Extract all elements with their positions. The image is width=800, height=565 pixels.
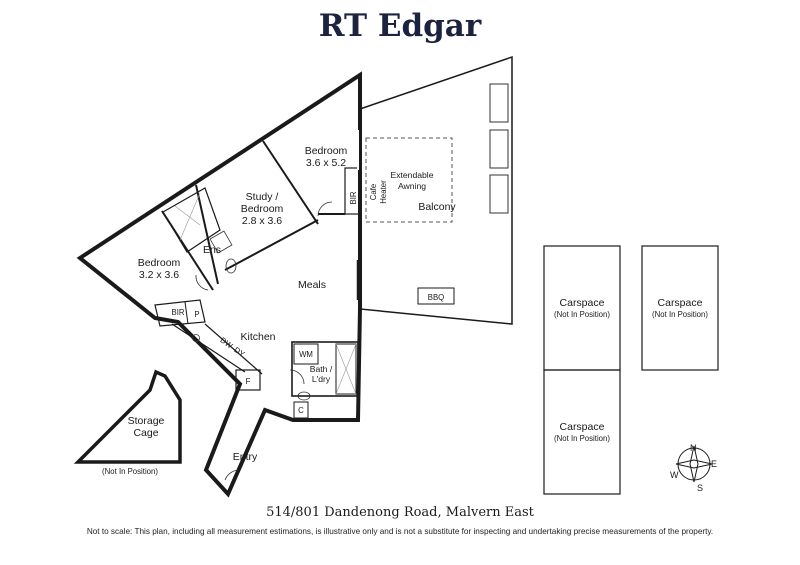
room-label-entry: Entry bbox=[233, 451, 258, 463]
room-label-ensuite: Ens bbox=[203, 244, 221, 256]
cupboard-label: C bbox=[298, 406, 304, 415]
planter-box bbox=[489, 129, 509, 169]
room-size-bedroom-main: 3.6 x 5.2 bbox=[306, 157, 346, 169]
carspace-box bbox=[543, 369, 621, 495]
disclaimer: Not to scale: This plan, including all m… bbox=[87, 527, 713, 536]
vanity bbox=[209, 230, 233, 254]
cafe-heater-label-2: Heater bbox=[379, 180, 388, 204]
carspace-note: (Not In Position) bbox=[652, 310, 708, 319]
room-label-kitchen: Kitchen bbox=[240, 331, 275, 343]
room-label-meals: Meals bbox=[298, 279, 326, 291]
wall bbox=[262, 140, 319, 225]
planter-box bbox=[489, 174, 509, 214]
room-label-bedroom-2: Bedroom bbox=[138, 257, 181, 269]
bath-laundry-room bbox=[291, 341, 359, 397]
pantry-label: P bbox=[194, 310, 199, 319]
bbq bbox=[417, 287, 455, 305]
kitchen-bench bbox=[204, 323, 263, 375]
carspace-label: Carspace bbox=[560, 421, 605, 433]
carspace-note: (Not In Position) bbox=[554, 434, 610, 443]
storage-cage-outline bbox=[73, 369, 182, 464]
bir-left-label: BIR bbox=[172, 308, 185, 317]
door-swing bbox=[289, 369, 305, 385]
door-swing bbox=[224, 469, 239, 481]
brand-title: RT Edgar bbox=[319, 8, 482, 44]
shower-line bbox=[179, 192, 201, 241]
wall bbox=[224, 219, 319, 271]
shower-line bbox=[174, 205, 201, 226]
wall bbox=[184, 301, 189, 325]
room-label-balcony: Balcony bbox=[418, 201, 456, 213]
apartment-outline bbox=[76, 71, 362, 498]
compass-south: S bbox=[697, 483, 703, 493]
washing-machine-label: WM bbox=[299, 350, 313, 359]
cafe-heater-label: Cafe bbox=[369, 184, 378, 200]
dryer-label: DY bbox=[232, 345, 247, 359]
bir-top-box bbox=[344, 167, 361, 215]
carspace-box bbox=[641, 245, 719, 371]
fridge-space bbox=[235, 369, 261, 391]
planter-box bbox=[489, 83, 509, 123]
room-label-bath: Bath / bbox=[310, 364, 333, 374]
room-label-laundry: L'dry bbox=[312, 374, 331, 384]
bbq-label: BBQ bbox=[428, 293, 444, 302]
washing-machine bbox=[293, 343, 319, 365]
room-label-study: Study / bbox=[246, 191, 279, 203]
compass-east: E bbox=[711, 459, 717, 469]
compass-rose-icon bbox=[675, 445, 713, 483]
fridge-label: F bbox=[246, 377, 251, 386]
door-swing bbox=[317, 201, 333, 217]
storage-note: (Not In Position) bbox=[102, 467, 158, 476]
door-swing bbox=[195, 274, 209, 291]
toilet bbox=[297, 391, 311, 401]
extendable-awning bbox=[365, 137, 453, 223]
room-size-bedroom-2: 3.2 x 3.6 bbox=[139, 269, 179, 281]
shower bbox=[335, 343, 357, 395]
awning-label: Extendable bbox=[390, 170, 433, 180]
kitchen-bench bbox=[171, 323, 246, 373]
carspace-label: Carspace bbox=[658, 297, 703, 309]
awning-label-2: Awning bbox=[398, 181, 426, 191]
cupboard bbox=[293, 401, 309, 419]
compass-west: W bbox=[670, 470, 679, 480]
property-address: 514/801 Dandenong Road, Malvern East bbox=[266, 505, 535, 520]
carspace-label: Carspace bbox=[560, 297, 605, 309]
room-label-bedroom-main: Bedroom bbox=[305, 145, 348, 157]
shower-line bbox=[335, 343, 357, 395]
carspace-note: (Not In Position) bbox=[554, 310, 610, 319]
storage-label: Storage bbox=[128, 415, 165, 427]
room-label-study-2: Bedroom bbox=[241, 203, 284, 215]
compass-north: N bbox=[690, 443, 697, 453]
sink bbox=[192, 334, 200, 342]
bir-top-label: BIR bbox=[349, 191, 358, 204]
storage-label-2: Cage bbox=[133, 427, 158, 439]
toilet bbox=[225, 258, 237, 274]
room-size-study: 2.8 x 3.6 bbox=[242, 215, 282, 227]
bir-left-box bbox=[154, 299, 206, 327]
ensuite-shower bbox=[162, 187, 221, 253]
wall bbox=[195, 184, 219, 285]
